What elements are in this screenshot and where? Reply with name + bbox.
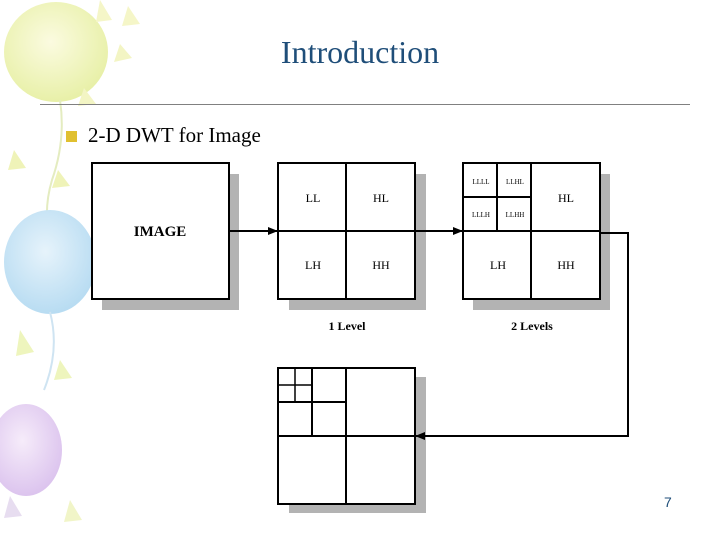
level2-llhl-label: LLHL — [506, 178, 524, 186]
level1-hh-label: HH — [372, 258, 390, 272]
level2-hh-label: HH — [557, 258, 575, 272]
level1-box: LL HL LH HH — [277, 162, 416, 300]
bullet-text: 2-D DWT for Image — [88, 123, 261, 147]
level2-lllh-label: LLLH — [472, 211, 490, 219]
blue-balloon-icon — [4, 210, 96, 314]
slide-title: Introduction — [280, 34, 440, 70]
level1-caption: 1 Level — [329, 319, 367, 333]
purple-balloon-icon — [0, 404, 62, 496]
flow-arrows — [229, 227, 629, 440]
level3-box — [277, 367, 416, 505]
level2-llhh-label: LLHH — [506, 211, 525, 219]
level1-hl-label: HL — [373, 191, 389, 205]
level2-llll-label: LLLL — [472, 178, 489, 186]
title-divider — [40, 104, 690, 105]
level1-ll-label: LL — [306, 191, 321, 205]
level2-box: LLLL LLHL LLLH LLHH HL LH HH — [462, 162, 601, 300]
yellow-balloon-icon — [4, 2, 108, 102]
arrow-level2-to-level3 — [415, 232, 629, 440]
page-number: 7 — [664, 494, 672, 510]
level2-hl-label: HL — [558, 191, 574, 205]
level2-caption: 2 Levels — [511, 319, 553, 333]
level2-lh-label: LH — [490, 258, 506, 272]
bullet-square-icon — [66, 131, 77, 142]
image-box: IMAGE — [91, 162, 230, 300]
image-label: IMAGE — [134, 224, 187, 240]
level1-lh-label: LH — [305, 258, 321, 272]
